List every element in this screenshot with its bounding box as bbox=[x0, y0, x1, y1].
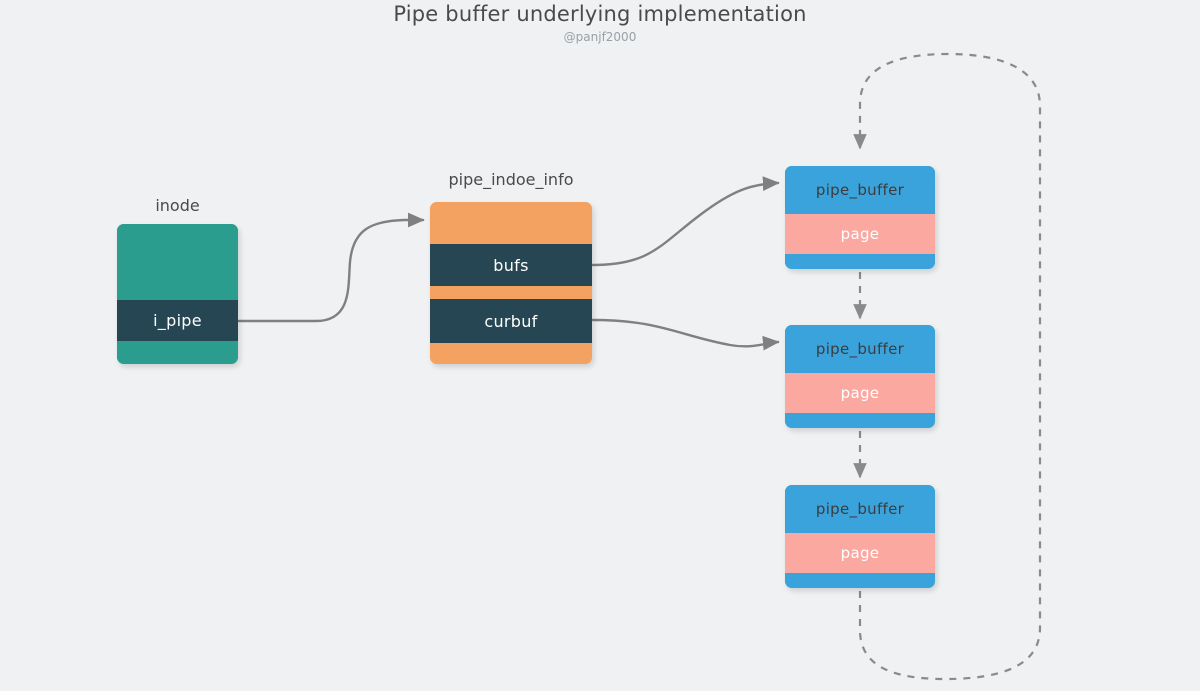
pipe-inode-info-field-bufs[interactable]: bufs bbox=[430, 244, 592, 286]
pipe-buffer-2-bottom-band bbox=[785, 413, 935, 428]
pipe-buffer-3-bottom-band bbox=[785, 573, 935, 588]
pipe-inode-info-field-bufs-label: bufs bbox=[493, 255, 529, 275]
pipe-buffer-3-field-page[interactable]: page bbox=[785, 533, 935, 573]
pipe-buffer-1-field-page[interactable]: page bbox=[785, 214, 935, 254]
pipe-buffer-2-field-page-label: page bbox=[840, 384, 880, 402]
inode-field-i-pipe[interactable]: i_pipe bbox=[117, 300, 238, 341]
node-pipe-inode-info[interactable]: bufs curbuf bbox=[430, 202, 592, 364]
pipe-buffer-1-title-band: pipe_buffer bbox=[785, 166, 935, 214]
node-pipe-buffer-2[interactable]: pipe_buffer page bbox=[785, 325, 935, 428]
page-title: Pipe buffer underlying implementation bbox=[393, 2, 807, 26]
inode-caption: inode bbox=[155, 196, 200, 215]
pipe-buffer-2-field-page[interactable]: page bbox=[785, 373, 935, 413]
pipe-inode-info-top-band bbox=[430, 202, 592, 244]
node-pipe-buffer-3[interactable]: pipe_buffer page bbox=[785, 485, 935, 588]
edge-i-pipe-to-pipe-inode-info bbox=[237, 212, 425, 323]
pipe-buffer-3-title-band: pipe_buffer bbox=[785, 485, 935, 533]
pipe-buffer-3-field-page-label: page bbox=[840, 544, 880, 562]
pipe-buffer-2-title-band: pipe_buffer bbox=[785, 325, 935, 373]
pipe-inode-info-gap-band bbox=[430, 286, 592, 299]
node-inode[interactable]: i_pipe bbox=[117, 224, 238, 364]
pipe-buffer-1-field-page-label: page bbox=[840, 225, 880, 243]
edge-curbuf-to-pipe-buffer-2 bbox=[591, 318, 780, 351]
pipe-inode-info-caption: pipe_indoe_info bbox=[448, 170, 574, 189]
pipe-inode-info-bottom-band bbox=[430, 343, 592, 364]
node-pipe-buffer-1[interactable]: pipe_buffer page bbox=[785, 166, 935, 269]
pipe-inode-info-field-curbuf[interactable]: curbuf bbox=[430, 299, 592, 343]
pipe-buffer-1-title: pipe_buffer bbox=[815, 181, 905, 199]
pipe-buffer-2-title: pipe_buffer bbox=[815, 340, 905, 358]
inode-bottom-band bbox=[117, 341, 238, 364]
pipe-buffer-1-bottom-band bbox=[785, 254, 935, 269]
pipe-buffer-3-title: pipe_buffer bbox=[815, 500, 905, 518]
inode-field-i-pipe-label: i_pipe bbox=[153, 311, 202, 330]
inode-top-band bbox=[117, 224, 238, 300]
edge-bufs-to-pipe-buffer-1 bbox=[591, 176, 780, 267]
pipe-inode-info-field-curbuf-label: curbuf bbox=[484, 311, 538, 331]
page-subtitle: @panjf2000 bbox=[563, 30, 637, 44]
